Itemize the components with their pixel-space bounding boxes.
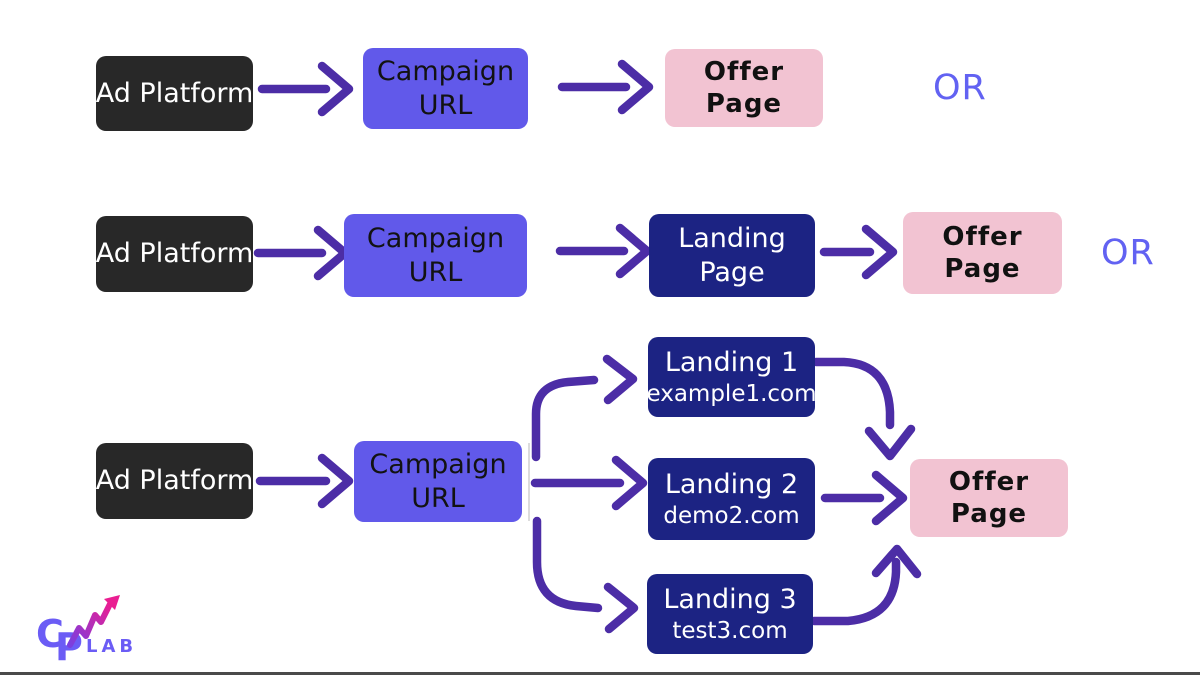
arrow-row3-ad-to-campaign [255,453,354,509]
node-ad-platform-row1: Ad Platform [96,56,253,131]
node-landing3-row3: Landing 3 test3.com [647,574,813,654]
node-landing-page-row2: Landing Page [649,214,815,297]
node-label-line1: Offer [942,221,1023,252]
logo-lab-text: LAB [86,636,138,657]
bottom-frame-line [0,672,1200,675]
node-label-line2: Page [950,499,1028,529]
node-ad-platform-row2: Ad Platform [96,216,253,292]
node-label-line1: Landing [678,222,786,254]
node-label-line1: Campaign [376,55,515,87]
or-label-row2: OR [1101,233,1155,273]
node-label-line2: Page [699,256,765,288]
node-label-line1: Offer [703,56,785,87]
arrow-row2-campaign-to-landing [555,223,652,279]
node-label-line1: Campaign [366,222,505,254]
arrow-row1-ad-to-campaign [257,61,354,117]
node-landing1-row3: Landing 1 example1.com [646,337,817,417]
arrow-row3-campaign-to-landing2 [530,455,648,511]
node-label-line1: Campaign [369,448,507,480]
node-label-line2: Page [705,89,783,119]
node-offer-page-row3: Offer Page [910,459,1068,537]
campaign-url-edge-highlight [528,443,530,521]
node-offer-page-row1: Offer Page [665,49,823,127]
node-ad-platform-row3: Ad Platform [96,443,253,519]
node-label-line1: Landing 1 [664,346,799,378]
arrow-row3-landing3-to-offer [809,544,922,626]
node-label-line1: Landing 3 [663,583,797,615]
node-label-url: example1.com [646,380,817,407]
node-label-url: demo2.com [663,502,800,529]
arrow-row2-landing-to-offer [819,224,898,280]
arrow-row3-landing1-to-offer [811,357,916,461]
arrow-row1-campaign-to-offer [557,59,654,115]
arrow-row3-campaign-to-landing1 [531,354,638,462]
node-label: Ad Platform [95,465,254,497]
node-campaign-url-row2: Campaign URL [344,214,527,297]
node-campaign-url-row1: Campaign URL [363,48,528,129]
node-label-line1: Offer [948,466,1030,497]
node-label-line2: URL [418,89,473,121]
logo-trend-arrow-icon [67,595,120,648]
node-offer-page-row2: Offer Page [903,212,1062,294]
node-landing2-row3: Landing 2 demo2.com [648,458,815,540]
node-label-line2: URL [411,482,465,514]
arrow-row3-landing2-to-offer [820,470,908,526]
node-label-line2: URL [408,256,463,288]
node-label: Ad Platform [95,77,254,109]
arrow-row3-campaign-to-landing3 [532,516,639,634]
node-label-line1: Landing 2 [664,468,799,500]
node-label-line2: Page [944,254,1021,284]
node-label: Ad Platform [95,238,254,270]
cpv-lab-logo: C P LAB [30,595,150,670]
arrow-row2-ad-to-campaign [253,225,350,281]
node-campaign-url-row3: Campaign URL [354,441,522,522]
node-label-url: test3.com [672,617,788,644]
logo-letter-c: C [36,612,64,656]
or-label-row1: OR [933,68,987,108]
